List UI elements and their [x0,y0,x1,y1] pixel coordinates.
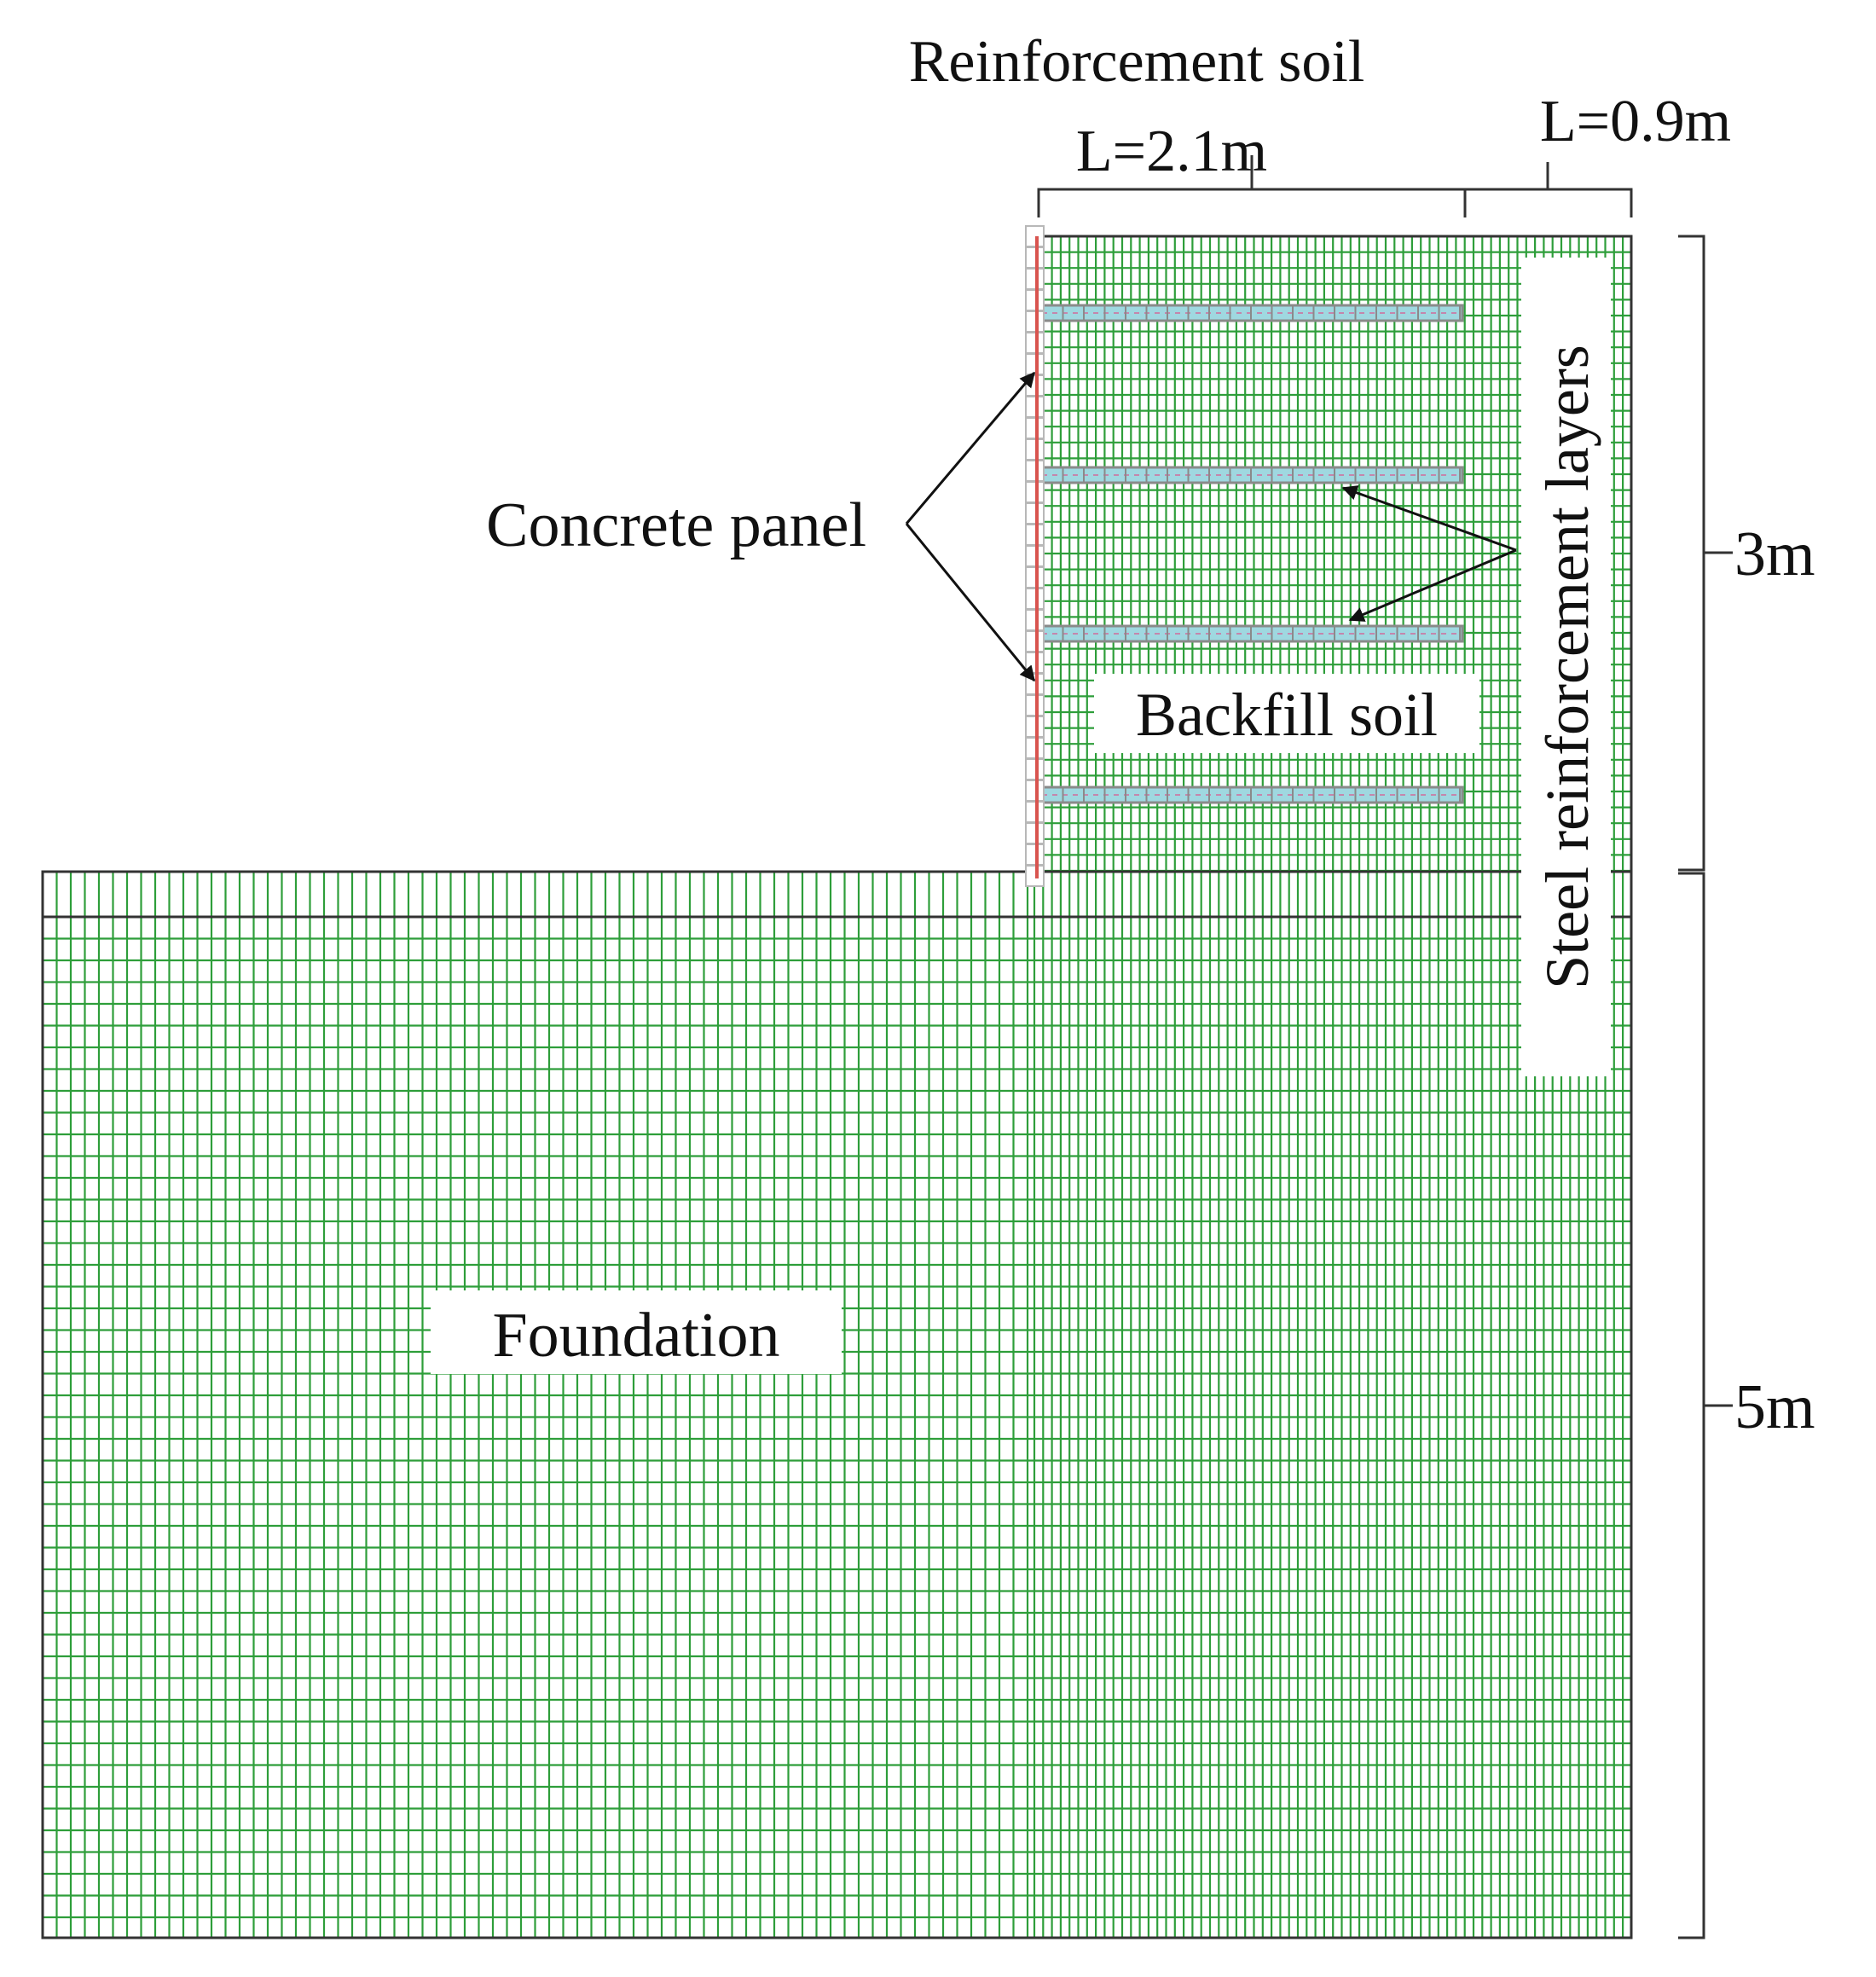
panel-block [1025,673,1045,695]
panel-block [1025,630,1045,652]
panel-block [1025,524,1045,546]
foundation-depth-label: 5m [1734,1372,1815,1442]
panel-block [1025,758,1045,780]
panel-block [1025,566,1045,588]
foundation-label-bg [431,1290,842,1374]
backfill-label-bg [1094,674,1479,753]
foundation-label: Foundation [492,1301,779,1371]
steel-reinforcement-strip [1039,624,1464,643]
panel-block [1025,652,1045,674]
brace-foundation-depth [1678,872,1733,1939]
steel-layer-arrow-upper [1341,485,1517,552]
panel-block [1025,737,1045,759]
backfill-soil-label: Backfill soil [1136,681,1438,749]
text-labels: Reinforcement soil L=2.1m L=0.9m Concret… [486,29,1815,1442]
steel-layer-arrow-lower [1348,548,1517,622]
dimension-braces [1037,155,1733,1939]
brace-unreinforced-length [1463,162,1633,217]
panel-block [1025,609,1045,631]
panel-block [1025,310,1045,333]
panel-block [1025,780,1045,802]
panel-block [1025,246,1045,269]
concrete-panel-arrow-upper [905,371,1036,525]
brace-wall-height [1678,235,1733,872]
wall-height-label: 3m [1734,519,1815,589]
panel-block [1025,865,1045,887]
panel-block [1025,396,1045,418]
panel-block [1025,822,1045,844]
panel-block [1025,332,1045,354]
panel-block [1025,289,1045,311]
panel-block [1025,460,1045,482]
reinforcement-soil-label: Reinforcement soil [909,29,1365,95]
panel-block [1025,844,1045,866]
steel-label-bg [1521,258,1611,1076]
steel-reinforcement-strip [1039,466,1464,484]
panel-block [1025,716,1045,738]
steel-reinforcement-layers-label: Steel reinforcement layers [1533,345,1601,989]
panel-block [1025,502,1045,525]
concrete-panel-arrow-lower [905,523,1036,682]
panel-block [1025,417,1045,439]
concrete-panel [1025,225,1045,887]
foundation-outline [41,870,1633,1939]
reinforced-length-label: L=2.1m [1076,119,1267,184]
steel-reinforcement-strip [1039,786,1464,804]
panel-block [1025,353,1045,375]
steel-reinforcement-strip [1039,304,1464,322]
region-outlines [41,235,1633,1939]
unreinforced-length-label: L=0.9m [1540,89,1731,154]
panel-block [1025,588,1045,610]
panel-block [1025,268,1045,290]
panel-block [1025,545,1045,567]
pointer-arrows [905,371,1517,682]
panel-block [1025,694,1045,716]
foundation-mesh [41,872,1631,1938]
panel-block [1025,801,1045,823]
panel-block [1025,225,1045,247]
concrete-panel-label: Concrete panel [486,490,866,560]
panel-block [1025,481,1045,503]
panel-block [1025,438,1045,461]
label-backgrounds [431,258,1611,1374]
